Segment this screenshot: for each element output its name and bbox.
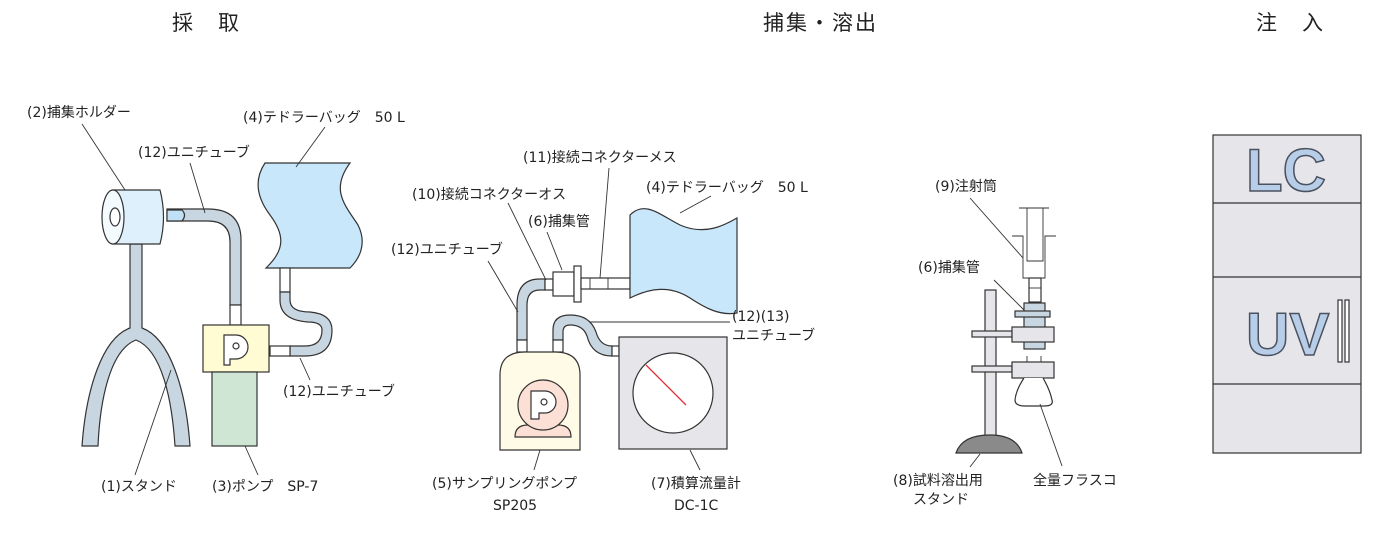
label-stand: (1)スタンド	[101, 479, 177, 495]
label-holder: (2)捕集ホルダー	[27, 104, 131, 121]
label-connector-male: (10)接続コネクターオス	[412, 186, 566, 203]
tube-bag-to-pump	[269, 267, 333, 357]
label-tube2-name: ユニチューブ	[732, 327, 815, 344]
uv-label: UV	[1246, 301, 1329, 368]
tube-holder-to-pump	[166, 208, 242, 326]
label-elution-stand-2: スタンド	[913, 492, 969, 508]
label-tube-right: (12)ユニチューブ	[283, 383, 395, 400]
label-collector-tube: (6)捕集管	[528, 213, 590, 230]
label-elution-stand-1: (8)試料溶出用	[893, 473, 983, 489]
sampling-stand	[81, 243, 191, 447]
label-meter-model: DC-1C	[674, 498, 719, 514]
label-flask: 全量フラスコ	[1033, 472, 1117, 489]
collector-tube-with-connectors	[552, 265, 631, 303]
flow-meter-needle	[645, 364, 687, 406]
label-pump-model: SP205	[493, 498, 537, 514]
lc-uv-instrument: LC UV	[1212, 134, 1362, 454]
label-tube: (12)ユニチューブ	[391, 241, 503, 258]
label-flow-meter: (7)積算流量計	[651, 476, 741, 492]
label-syringe: (9)注射筒	[935, 178, 997, 195]
pump-p-icon	[223, 334, 249, 366]
syringe	[1012, 207, 1056, 303]
label-tube2-num: (12)(13)	[732, 309, 789, 325]
label-pump: (3)ポンプ SP-7	[212, 479, 318, 495]
tedlar-bag-2	[629, 208, 738, 315]
collection-tube-1	[516, 278, 554, 353]
flow-meter-dc1c	[618, 336, 728, 450]
collector-tube-elution	[1011, 302, 1055, 350]
collection-tube-2	[552, 314, 620, 357]
sampling-pump-sp205	[499, 351, 581, 451]
label-sampling-pump: (5)サンプリングポンプ	[432, 476, 577, 492]
pump-sp7	[202, 324, 270, 447]
label-bag-2: (4)テドラーバッグ 50 L	[646, 180, 808, 196]
collection-holder	[101, 189, 165, 245]
label-connector-female: (11)接続コネクターメス	[523, 149, 677, 166]
section-title-injection: 注 入	[1256, 11, 1325, 35]
label-tube-top: (12)ユニチューブ	[138, 144, 250, 161]
label-collector-tube-elution: (6)捕集管	[918, 259, 980, 276]
section-title-collection-elution: 捕集・溶出	[763, 11, 878, 35]
label-bag: (4)テドラーバッグ 50 L	[243, 110, 405, 126]
tedlar-bag	[257, 162, 363, 269]
lc-label: LC	[1246, 137, 1326, 204]
section-title-sampling: 採 取	[172, 11, 241, 35]
volumetric-flask	[1011, 356, 1055, 407]
